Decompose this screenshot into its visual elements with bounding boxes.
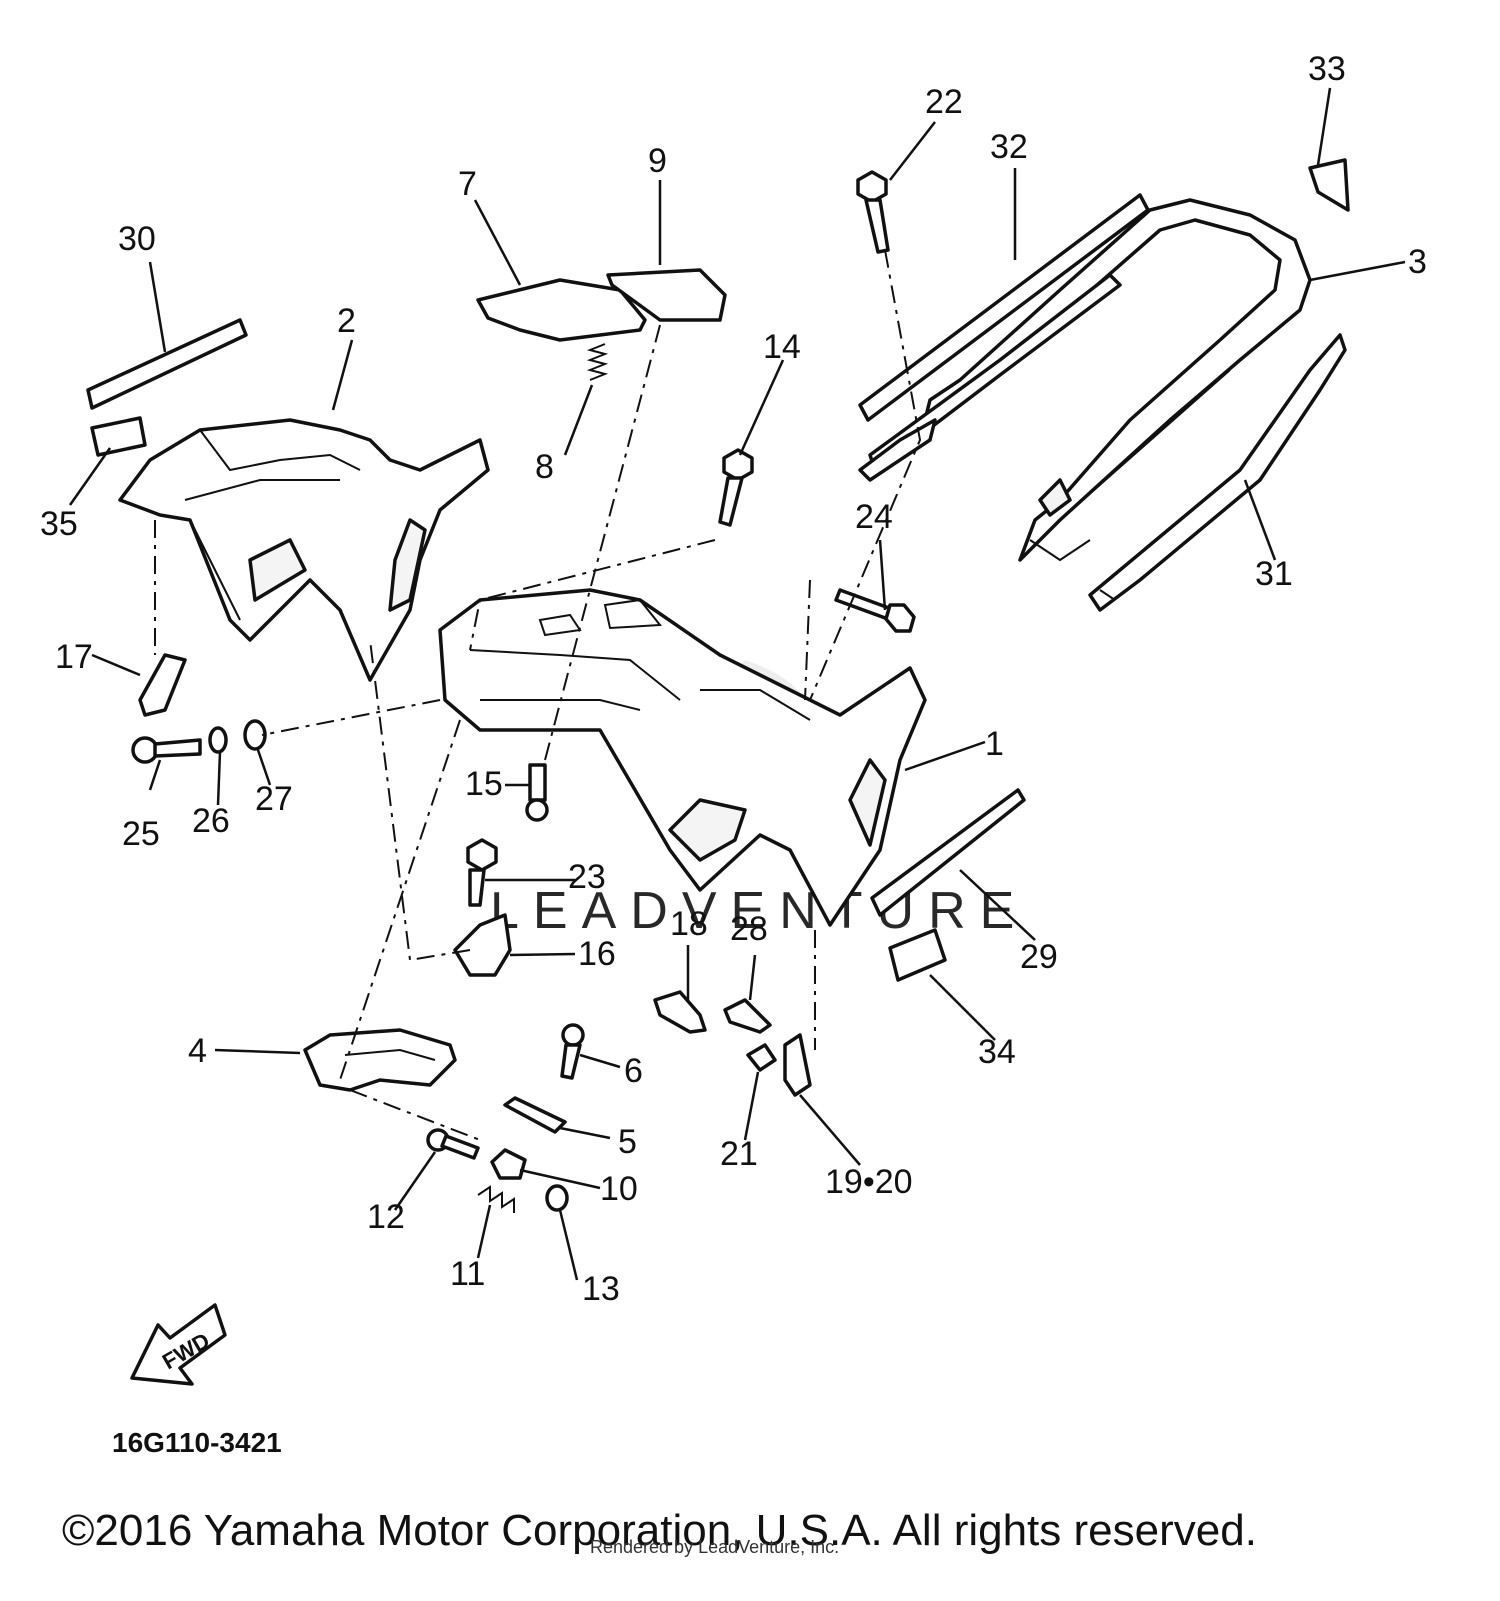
part-21-grommet [746, 1043, 777, 1072]
part-3-tail-rail [923, 198, 1312, 562]
callout-12: 12 [367, 1198, 405, 1236]
part-13-nut [545, 1184, 569, 1212]
part-25-bolt [131, 736, 202, 764]
fasteners [131, 170, 1026, 1213]
callout-9: 9 [648, 142, 667, 180]
part-12-bolt [426, 1128, 480, 1160]
callout-8: 8 [535, 448, 554, 486]
part-32-trim-strip [858, 193, 1150, 482]
callout-2: 2 [337, 302, 356, 340]
part-23-bolt [466, 838, 498, 907]
part-8-spring [586, 343, 609, 381]
callout-29: 29 [1020, 938, 1058, 976]
callout-31: 31 [1255, 555, 1293, 593]
part-33-emblem [1308, 158, 1350, 212]
assembly-lines [154, 249, 922, 1141]
part-28-screw [723, 998, 772, 1034]
part-15-screw [525, 763, 549, 822]
part-27-grommet [243, 719, 267, 751]
callout-30: 30 [118, 220, 156, 258]
callout-4: 4 [188, 1032, 207, 1070]
callout-17: 17 [55, 638, 93, 676]
callout-10: 10 [600, 1170, 638, 1208]
callout-3: 3 [1408, 243, 1427, 281]
part-17-bracket [138, 653, 187, 717]
copyright-notice: ©2016 Yamaha Motor Corporation, U.S.A. A… [62, 1506, 1257, 1555]
rendered-by-notice: Rendered by LeadVenture, Inc. [590, 1537, 839, 1557]
callout-16: 16 [578, 935, 616, 973]
callout-7: 7 [458, 165, 477, 203]
part-4-latch-plate [303, 1028, 457, 1092]
fwd-arrow: FWD [130, 1303, 227, 1386]
callout-22: 22 [925, 83, 963, 121]
callout-14: 14 [763, 328, 801, 366]
callout-18: 18 [670, 905, 708, 943]
callout-25: 25 [122, 815, 160, 853]
callout-23: 23 [568, 858, 606, 896]
callout-5: 5 [618, 1123, 637, 1161]
part-31-trim-strip [1088, 333, 1347, 612]
leader-lines [68, 87, 1406, 1281]
part-1-cowl [438, 588, 927, 927]
diagram-code: 16G110-3421 [112, 1427, 282, 1458]
part-2-inner-panel [118, 418, 490, 682]
part-10-latch [490, 1148, 527, 1180]
watermark-text: LEADVENTURE [490, 882, 1028, 940]
callout-6: 6 [624, 1052, 643, 1090]
callout-26: 26 [192, 802, 230, 840]
callouts: 1 2 3 4 5 6 7 8 9 10 11 12 13 14 15 16 1… [40, 50, 1427, 1308]
callout-27: 27 [255, 780, 293, 818]
part-22-bolt [856, 170, 890, 254]
part-24-bolt [834, 588, 916, 633]
part-14-bolt [718, 448, 754, 527]
part-16-bracket [453, 913, 512, 977]
callout-15: 15 [465, 765, 503, 803]
callout-19-20: 19•20 [825, 1163, 913, 1201]
callout-21: 21 [720, 1135, 758, 1173]
part-5-plate [503, 1096, 567, 1134]
callout-1: 1 [985, 725, 1004, 763]
part-7-lid [476, 278, 647, 342]
callout-35: 35 [40, 505, 78, 543]
part-9-pad [606, 268, 727, 322]
callout-34: 34 [978, 1033, 1016, 1071]
part-6-screw [560, 1023, 585, 1080]
part-29-strip [870, 788, 1026, 917]
part-26-washer [208, 726, 228, 754]
callout-28: 28 [730, 910, 768, 948]
part-19-20-bracket [783, 1033, 812, 1097]
callout-24: 24 [855, 498, 893, 536]
part-18-fastener [653, 990, 707, 1034]
callout-33: 33 [1308, 50, 1346, 88]
callout-11: 11 [450, 1255, 485, 1293]
callout-13: 13 [582, 1270, 620, 1308]
part-35-emblem [90, 416, 147, 457]
part-30-strip [86, 318, 248, 410]
part-11-spring [477, 1185, 515, 1213]
part-34-emblem [888, 928, 947, 982]
callout-32: 32 [990, 128, 1028, 166]
